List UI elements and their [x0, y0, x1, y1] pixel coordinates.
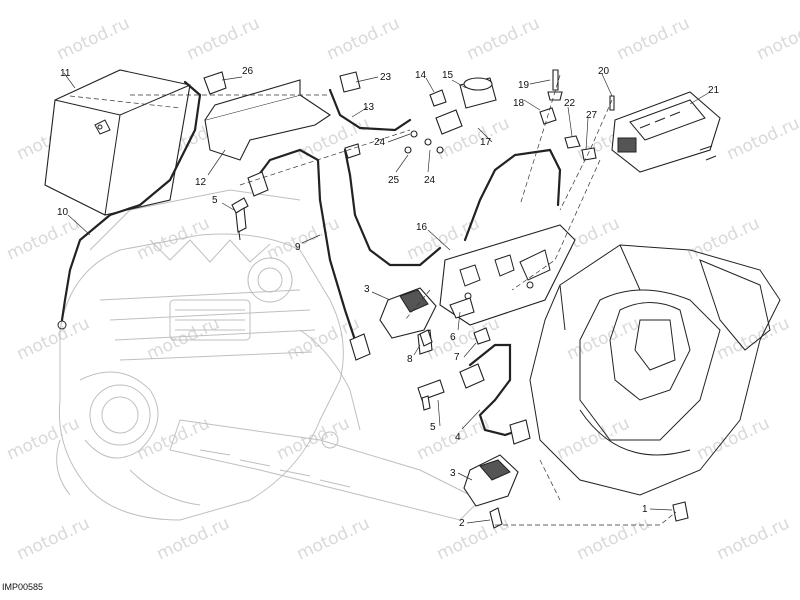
spark-plug-lower	[417, 379, 445, 411]
bolt-2	[489, 507, 503, 529]
battery-cable	[60, 80, 202, 322]
watermark-text: motod.ru	[54, 13, 133, 64]
callout-5: 5	[430, 422, 436, 433]
plug-cap-9	[247, 171, 269, 197]
plug-cap-9b	[349, 333, 371, 361]
bracket-6	[449, 297, 475, 319]
engine-outline	[56, 189, 481, 521]
callout-4: 4	[455, 432, 461, 443]
grommet-1	[672, 501, 689, 522]
callout-23: 23	[380, 72, 392, 83]
battery	[44, 69, 191, 216]
callout-10: 10	[57, 207, 69, 218]
callout-24: 24	[424, 175, 436, 186]
cable-13	[328, 88, 412, 132]
callout-18: 18	[513, 98, 525, 109]
callout-12: 12	[195, 177, 207, 188]
watermark-text: motod.ru	[694, 413, 773, 464]
bolt-8	[419, 329, 433, 347]
callout-labels: 1 2 3 3 4 5 5 6 7 8 9 10 11 12 13 14 15 …	[57, 66, 720, 529]
callout-8: 8	[407, 354, 413, 365]
callout-6: 6	[450, 332, 456, 343]
watermark-text: motod.ru	[294, 513, 373, 564]
plug-cap-4b	[509, 419, 531, 445]
watermark-text: motod.ru	[264, 213, 343, 264]
callout-22: 22	[564, 98, 576, 109]
callout-9: 9	[295, 242, 301, 253]
watermark-text: motod.ru	[574, 513, 653, 564]
callout-21: 21	[708, 85, 720, 96]
callout-13: 13	[363, 102, 375, 113]
ht-lead-9b	[343, 148, 442, 267]
drawing-code: IMP00585	[2, 582, 43, 592]
ht-lead-4	[468, 343, 522, 437]
small-fittings	[344, 77, 497, 159]
callout-5: 5	[212, 195, 218, 206]
ht-lead-17	[463, 148, 562, 242]
watermark-text: motod.ru	[614, 13, 693, 64]
ecu-unit	[611, 91, 721, 173]
cable-lug	[57, 320, 67, 330]
watermark-text: motod.ru	[714, 513, 793, 564]
watermark-text: motod.ru	[4, 413, 83, 464]
callout-15: 15	[442, 70, 454, 81]
plug-cap-4a	[459, 363, 485, 389]
watermark-text: motod.ru	[324, 13, 403, 64]
callout-1: 1	[642, 504, 648, 515]
watermark-text: motod.ru	[14, 513, 93, 564]
watermark-text: motod.ru	[564, 313, 643, 364]
callout-19: 19	[518, 80, 530, 91]
terminal-cover	[203, 71, 361, 161]
callout-26: 26	[242, 66, 254, 77]
spark-plug-upper	[231, 197, 249, 241]
ignition-coil-lower	[463, 454, 519, 507]
watermark-text: motod.ru	[684, 213, 763, 264]
ht-lead-9	[253, 148, 357, 342]
watermark-text: motod.ru	[554, 413, 633, 464]
watermark-text: motod.ru	[154, 513, 233, 564]
callout-14: 14	[415, 70, 427, 81]
watermark-text: motod.ru	[724, 113, 800, 164]
callout-17: 17	[480, 137, 492, 148]
watermark-text: motod.ru	[284, 313, 363, 364]
watermark-text: motod.ru	[754, 13, 800, 64]
callout-3: 3	[364, 284, 370, 295]
coil-bracket	[439, 224, 576, 326]
leader-lines	[63, 72, 711, 524]
watermark-text: motod.ru	[4, 213, 83, 264]
callout-3: 3	[450, 468, 456, 479]
callout-27: 27	[586, 110, 598, 121]
watermark-text: motod.ru	[14, 313, 93, 364]
watermark-text: motod.ru	[184, 13, 263, 64]
callout-7: 7	[454, 352, 460, 363]
callout-20: 20	[598, 66, 610, 77]
watermark-text: motod.ru	[464, 13, 543, 64]
callout-11: 11	[60, 68, 71, 79]
assembly-lines	[130, 74, 677, 526]
callout-25: 25	[388, 175, 400, 186]
callout-24: 24	[374, 137, 386, 148]
airbox-housing	[529, 244, 781, 496]
watermark-text: motod.ru	[714, 313, 793, 364]
callout-2: 2	[459, 518, 465, 529]
callout-16: 16	[416, 222, 428, 233]
rubber-7	[473, 327, 491, 345]
